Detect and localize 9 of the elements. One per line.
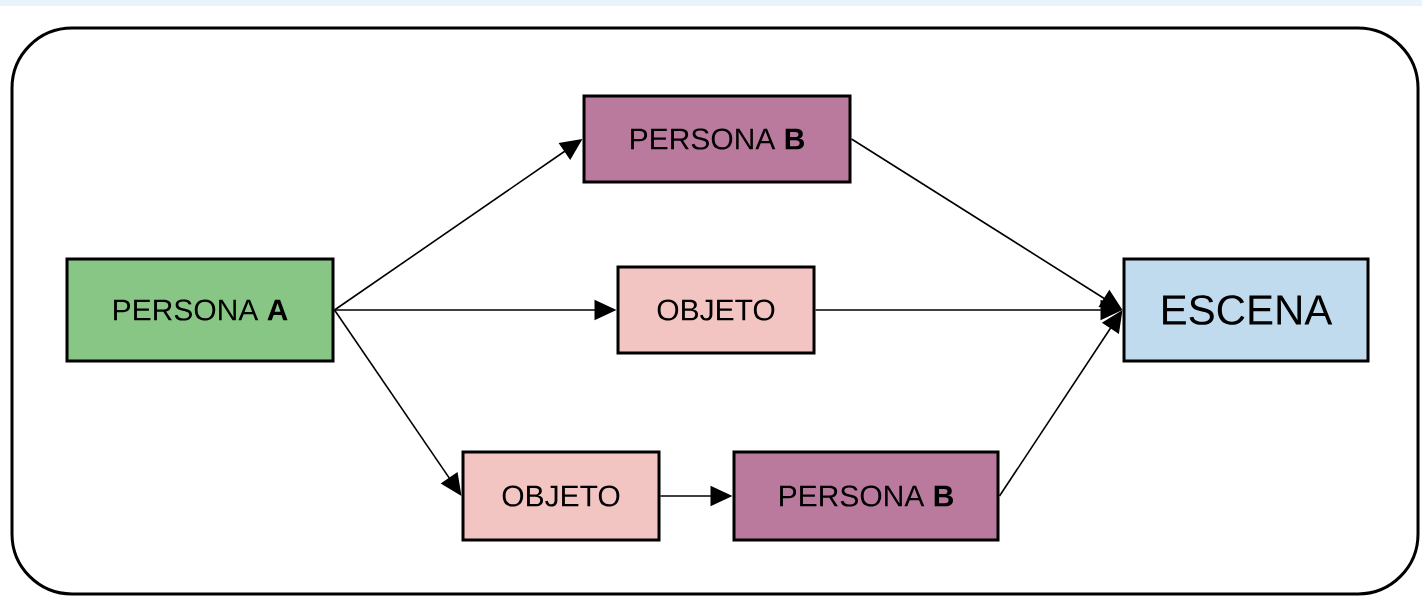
process-box: OBJETO bbox=[461, 450, 661, 542]
process-box: OBJETO bbox=[616, 265, 816, 355]
process-box: PERSONA B bbox=[582, 94, 852, 184]
process-box: PERSONA B bbox=[732, 450, 1000, 542]
frame bbox=[10, 26, 1420, 596]
arrow bbox=[998, 310, 1123, 497]
process-box: ESCENA bbox=[1122, 257, 1370, 363]
process-box: PERSONA A bbox=[65, 257, 335, 363]
arrow bbox=[333, 309, 462, 496]
